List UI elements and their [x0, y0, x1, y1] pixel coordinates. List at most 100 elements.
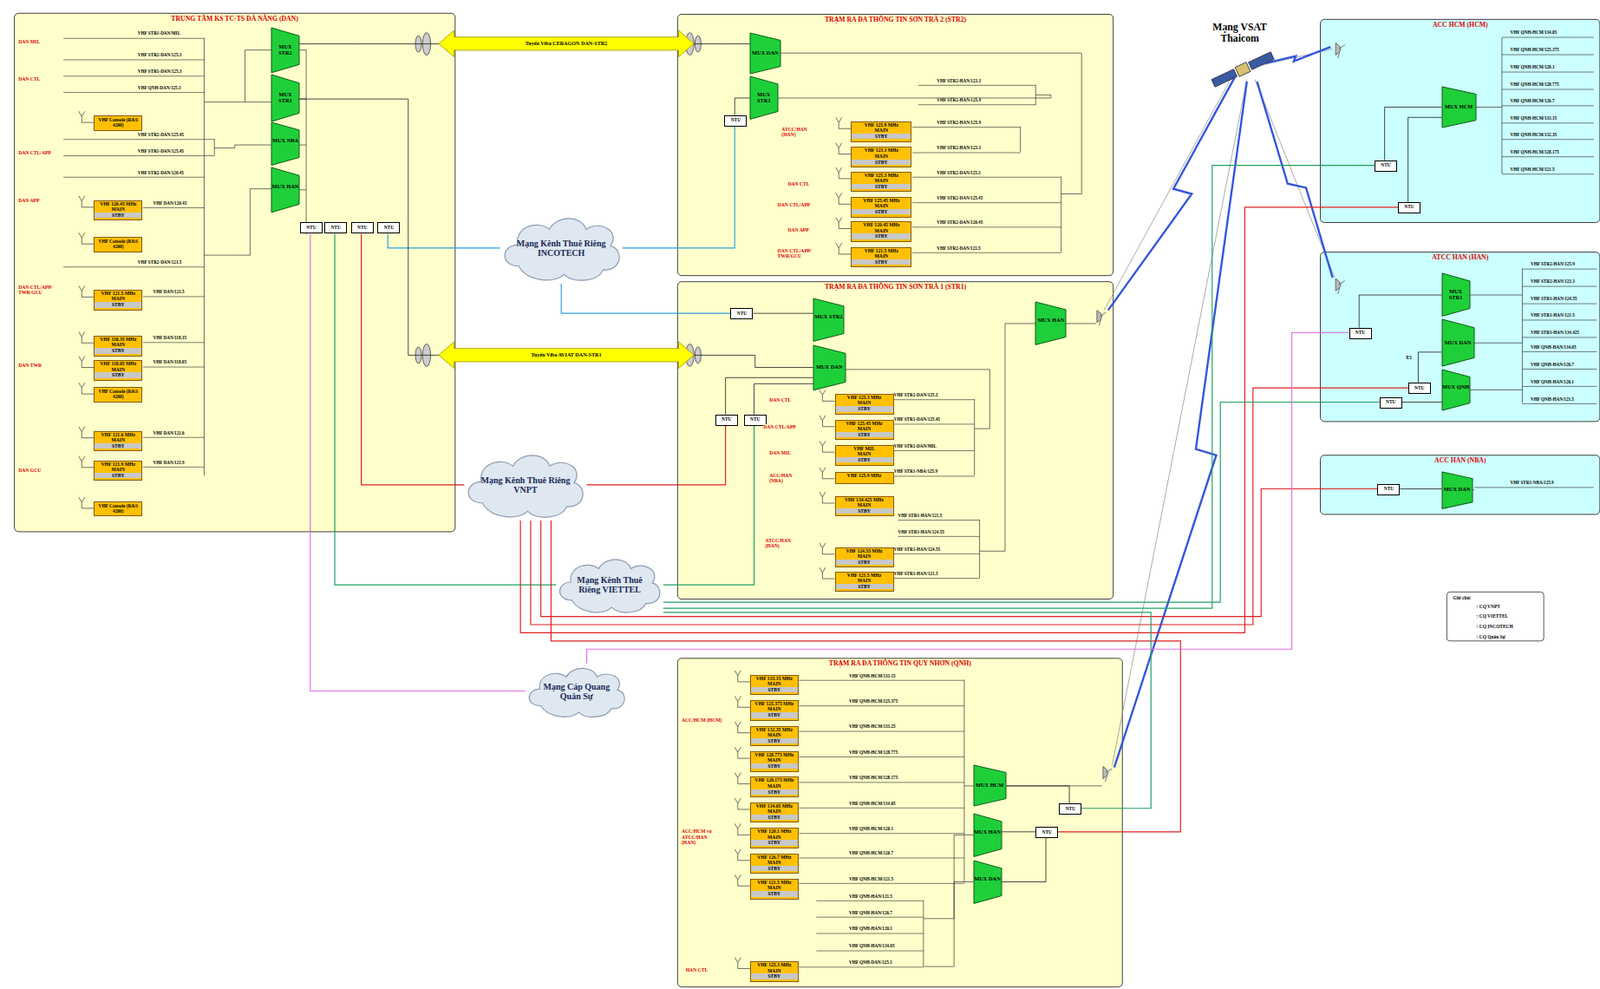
network-link: [1402, 401, 1443, 403]
radio-text: MAIN: [94, 295, 142, 301]
channel-wire: [816, 916, 924, 918]
vhf-radio-box: VHF 125.9 MHzMAINSTBY: [850, 121, 912, 143]
vhf-radio-box: VHF 121.5 MHzMAINSTBY: [93, 289, 143, 311]
channel-wire: [1502, 37, 1594, 39]
network-link: [1399, 488, 1442, 490]
vhf-radio-box: VHF 134.05 MHzMAINSTBY: [750, 802, 799, 823]
vhf-radio-box: VHF 121.5 MHzMAINSTBY: [850, 247, 912, 268]
network-link: [587, 425, 726, 485]
microwave-link-arrow: Tuyến Viba AVIAT DAN-STR1: [438, 341, 694, 369]
standby-label: STBY: [94, 301, 142, 307]
channel-label: VHF DAN/120.45: [152, 201, 187, 207]
channel-wire: [1502, 54, 1594, 56]
vhf-radio-box: VHF 128.775 MHzMAINSTBY: [750, 751, 799, 772]
radio-text: VHF 121.9 MHz: [94, 461, 142, 467]
group-label: DAN CTL/APP/ TWR/GCU: [18, 284, 59, 295]
channel-wire: [918, 104, 1036, 105]
shape-outline: [1035, 301, 1066, 345]
group-label: ACC/HCM và ATCC/HAN (HAN): [681, 828, 723, 845]
mux-shape: [271, 167, 300, 213]
channel-wire: [912, 176, 1062, 178]
ntu-box: NTU: [351, 222, 374, 234]
radio-text: VHF 128.175 MHz: [751, 777, 798, 783]
vhf-console-box: VHF Console (R&S 4200): [93, 236, 143, 253]
ntu-text: NTU: [1059, 806, 1081, 812]
channel-wire: [891, 398, 974, 400]
antenna-symbol: [819, 415, 836, 427]
legend-box: [1446, 591, 1544, 640]
radio-text: VHF 121.5 MHz: [835, 572, 894, 578]
arrow-shape: [438, 30, 694, 58]
standby-label: STBY: [94, 472, 142, 478]
channel-wire: [1502, 122, 1594, 124]
network-label: Mạng VSAT Thaicom: [1203, 22, 1275, 46]
vhf-radio-box: VHF 121.5 MHzMAINSTBY: [750, 878, 799, 900]
mux-text: MUX DAN: [973, 875, 1002, 882]
microwave-link-arrow: Tuyến Viba CERAGON DAN-STR2: [438, 30, 694, 58]
channel-label: VHF QNH-DAN/125.3: [848, 960, 893, 966]
ntu-text: NTU: [1375, 163, 1397, 169]
radio-text: VHF 121.5 MHz: [851, 248, 911, 254]
mux-trapezoid: MUX HAN: [973, 813, 1002, 856]
radio-text: VHF 125.3 MHz: [835, 394, 894, 400]
channel-label: VHF STR1-HAN/121.5: [897, 513, 942, 519]
standby-label: STBY: [94, 212, 142, 218]
console-text: VHF Console (R&S 4200): [94, 239, 142, 250]
channel-label: VHF STR2-DAN/120.45: [936, 220, 983, 226]
radio-text: VHF 125.9 MHz: [851, 122, 911, 128]
vhf-radio-box: VHF 120.45 MHzMAINSTBY: [850, 221, 912, 242]
ntu-box: NTU: [1349, 327, 1372, 340]
channel-label: VHF STR2-DAN/125.3: [936, 170, 981, 177]
channel-wire: [1521, 336, 1597, 338]
channel-label: VHF STR2-DAN/125.45: [936, 195, 983, 202]
mux-trapezoid: MUX QNH: [1442, 369, 1470, 411]
ntu-box: NTU: [1035, 826, 1058, 838]
group-label: DAN TWR: [18, 362, 59, 368]
mux-trapezoid: MUX DAN: [1442, 471, 1473, 509]
antenna-symbol: [734, 848, 751, 861]
cloud-shape: [560, 559, 660, 613]
channel-label: VHF STR1-DAN/125.45: [894, 417, 941, 423]
channel-wire: [1521, 319, 1597, 320]
network-cloud: Mạng Cáp Quang Quân Sự: [525, 663, 628, 720]
channel-wire: [143, 366, 205, 368]
mux-shape: [1442, 471, 1473, 509]
mux-shape: [1442, 86, 1476, 128]
shape-outline: [271, 122, 300, 165]
mux-shape: [973, 813, 1002, 856]
radio-text: VHF 123.3 MHz: [851, 147, 911, 153]
antenna-symbol: [78, 356, 95, 368]
group-label: DAN CTL/APP: [18, 150, 59, 156]
shape-outline: [1442, 369, 1470, 411]
antenna-symbol: [835, 117, 852, 129]
channel-wire: [891, 450, 974, 451]
channel-wire: [63, 38, 204, 40]
mux-shape: [1442, 319, 1475, 366]
network-link: [1001, 830, 1037, 832]
group-label: DAN CTL: [18, 76, 59, 82]
mux-shape: [973, 764, 1006, 806]
station-region: ATCC HAN (HAN)MUX STR1MUX DANMUX QNHNTUN…: [1320, 252, 1600, 422]
mux-shape: [1442, 369, 1470, 411]
vhf-radio-box: VHF 118.35 MHzMAINSTBY: [93, 335, 143, 357]
mux-shape: [271, 74, 300, 122]
radio-text: MAIN: [835, 450, 894, 457]
antenna-symbol: [734, 695, 751, 707]
cloud-text: Mạng Kênh Thuê Riêng VIETTEL: [569, 574, 649, 595]
standby-label: STBY: [751, 763, 798, 769]
mux-shape: [750, 76, 778, 119]
station-title: TRẠM RA ĐA THÔNG TIN QUY NHƠN (QNH): [677, 658, 1123, 668]
channel-wire: [918, 84, 1036, 86]
channel-label: VHF STR2-DAN/120.45: [137, 170, 184, 177]
channel-wire: [798, 679, 965, 681]
channel-label: VHF STR1-HAN/121.5: [1530, 313, 1575, 319]
vhf-radio-box: VHF 121.5 MHzMAINSTBY: [835, 571, 895, 593]
ntu-text: NTU: [1409, 385, 1431, 392]
network-link: [334, 233, 556, 585]
mux-trapezoid: MUX STR2: [813, 298, 844, 341]
radio-text: VHF 124.55 MHz: [835, 548, 894, 554]
radio-text: MAIN: [751, 680, 798, 686]
channel-label: VHF QNH-HAN/120.1: [848, 926, 893, 932]
microwave-dishes: [415, 32, 701, 367]
